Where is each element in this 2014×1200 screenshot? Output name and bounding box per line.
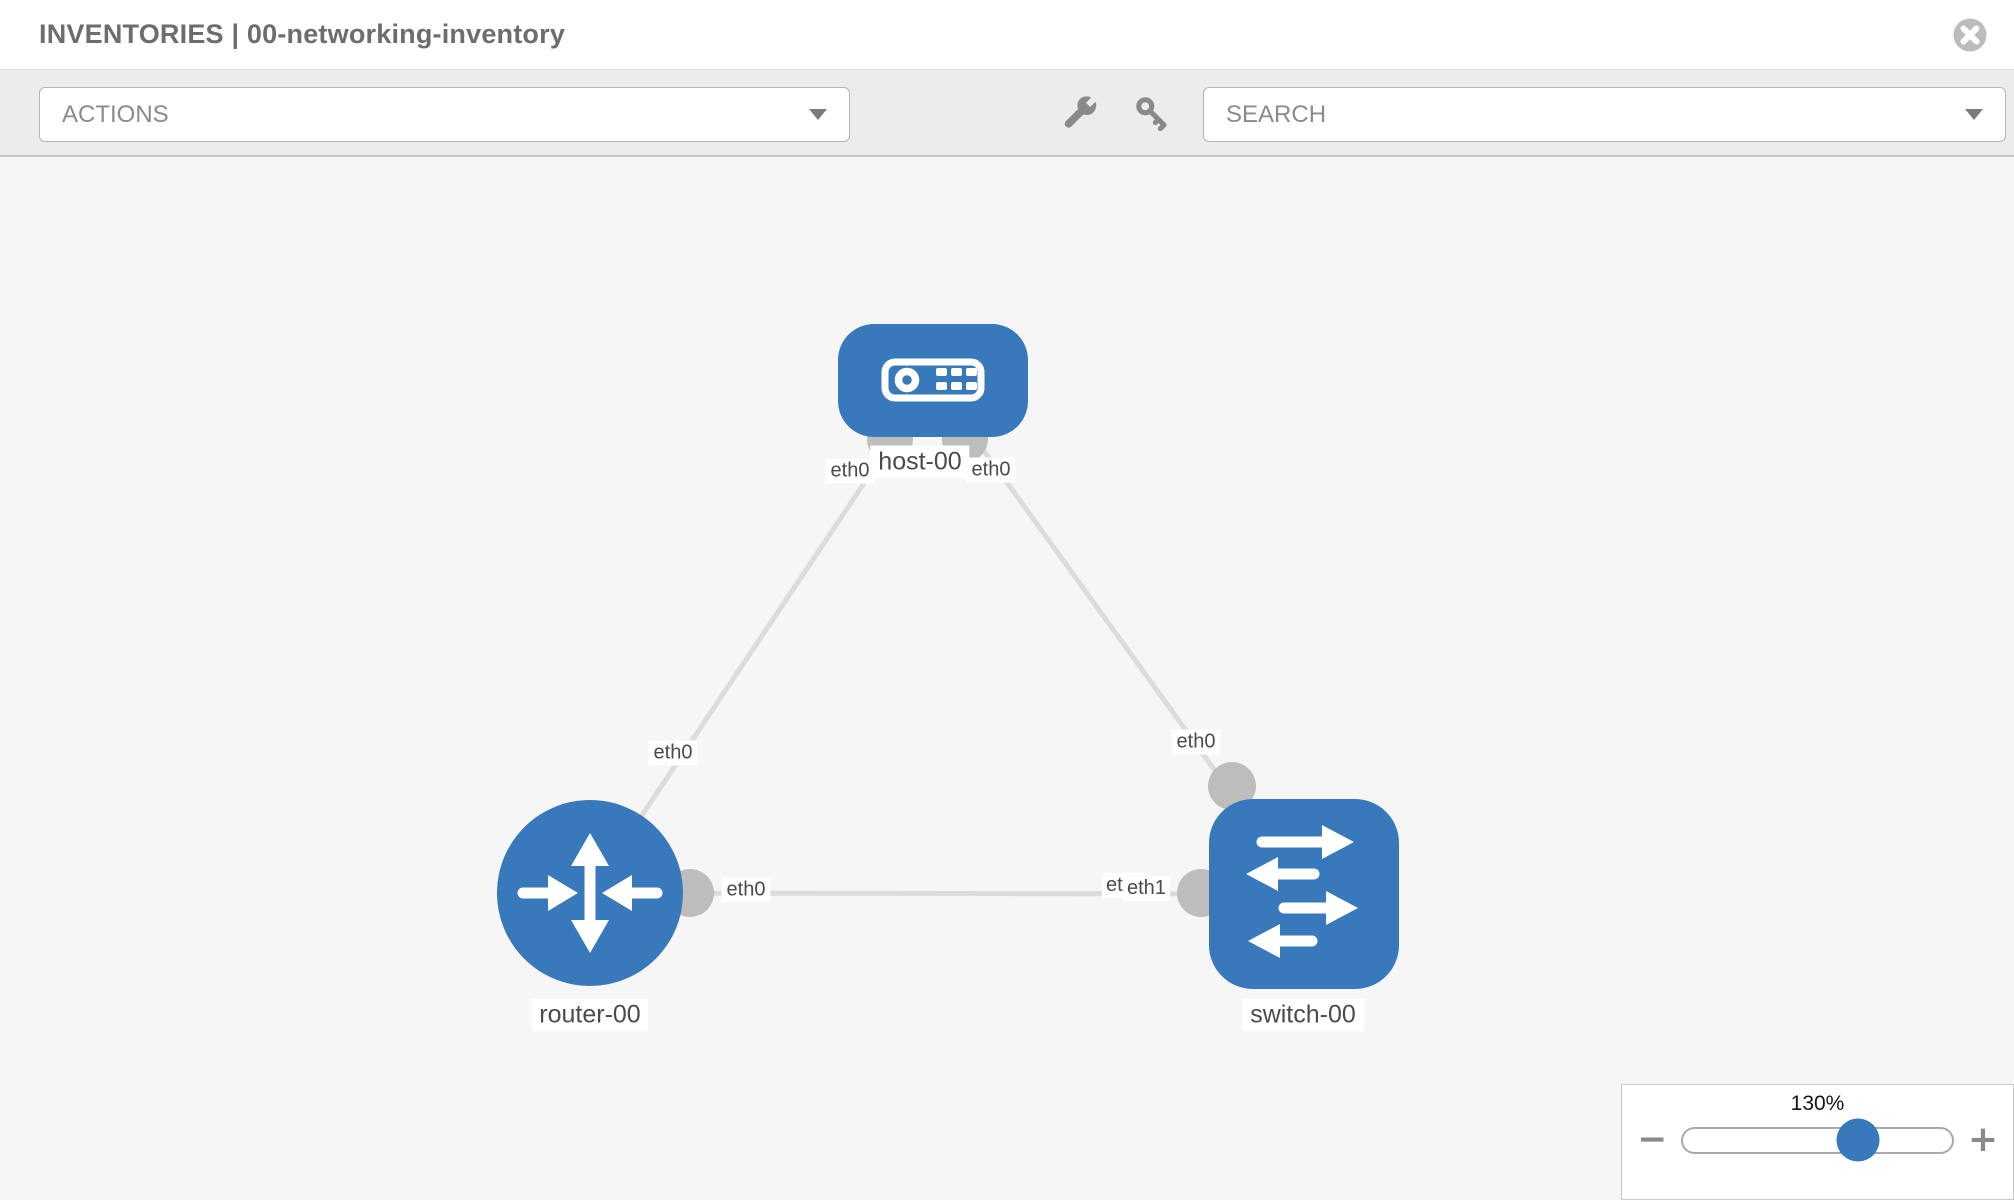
interface-connectors <box>666 416 1256 917</box>
toolbar-icons <box>1062 70 1170 155</box>
search-dropdown[interactable]: SEARCH <box>1203 87 2006 142</box>
zoom-percent-label: 130% <box>1790 1092 1845 1115</box>
key-icon[interactable] <box>1134 95 1170 131</box>
chevron-down-icon <box>1965 109 1983 120</box>
header: INVENTORIES | 00-networking-inventory <box>0 0 2014 70</box>
zoom-slider-track[interactable] <box>1681 1118 1954 1162</box>
host-node[interactable] <box>838 324 1028 437</box>
iface-label-eth0: eth0 <box>648 740 698 766</box>
actions-dropdown-label: ACTIONS <box>62 100 169 128</box>
wrench-icon[interactable] <box>1062 95 1098 131</box>
iface-label-overlap: eth0 eth1 <box>1102 873 1170 901</box>
router-icon <box>517 833 663 953</box>
zoom-control-panel: 130% − + <box>1621 1084 2014 1200</box>
iface-label-eth1: eth1 <box>1123 876 1170 901</box>
router-node[interactable] <box>497 800 683 986</box>
iface-label-eth0: eth0 <box>825 458 875 484</box>
close-icon[interactable] <box>1952 17 1988 53</box>
host-icon <box>881 358 985 402</box>
router-node-label: router-00 <box>531 998 649 1032</box>
switch-icon <box>1246 825 1358 958</box>
iface-label-eth0: eth0 <box>721 877 771 903</box>
zoom-slider-thumb[interactable] <box>1836 1118 1880 1162</box>
page-title: INVENTORIES | 00-networking-inventory <box>39 19 566 49</box>
host-node-label: host-00 <box>870 445 970 479</box>
iface-label-eth0: eth0 <box>1171 729 1221 755</box>
toolbar: ACTIONS SEARCH <box>0 70 2014 157</box>
actions-dropdown[interactable]: ACTIONS <box>39 87 850 142</box>
topology-canvas[interactable]: eth0 eth0 eth0 eth0 eth0 eth0 eth1 host-… <box>0 157 2014 1200</box>
switch-node-label: switch-00 <box>1242 998 1364 1032</box>
chevron-down-icon <box>809 109 827 120</box>
zoom-out-button[interactable]: − <box>1637 1119 1668 1160</box>
search-dropdown-label: SEARCH <box>1226 100 1327 128</box>
zoom-in-button[interactable]: + <box>1967 1119 1998 1160</box>
iface-label-eth0: eth0 <box>966 457 1016 483</box>
switch-node[interactable] <box>1209 799 1399 989</box>
connector-switch-eth0 <box>1208 762 1256 810</box>
